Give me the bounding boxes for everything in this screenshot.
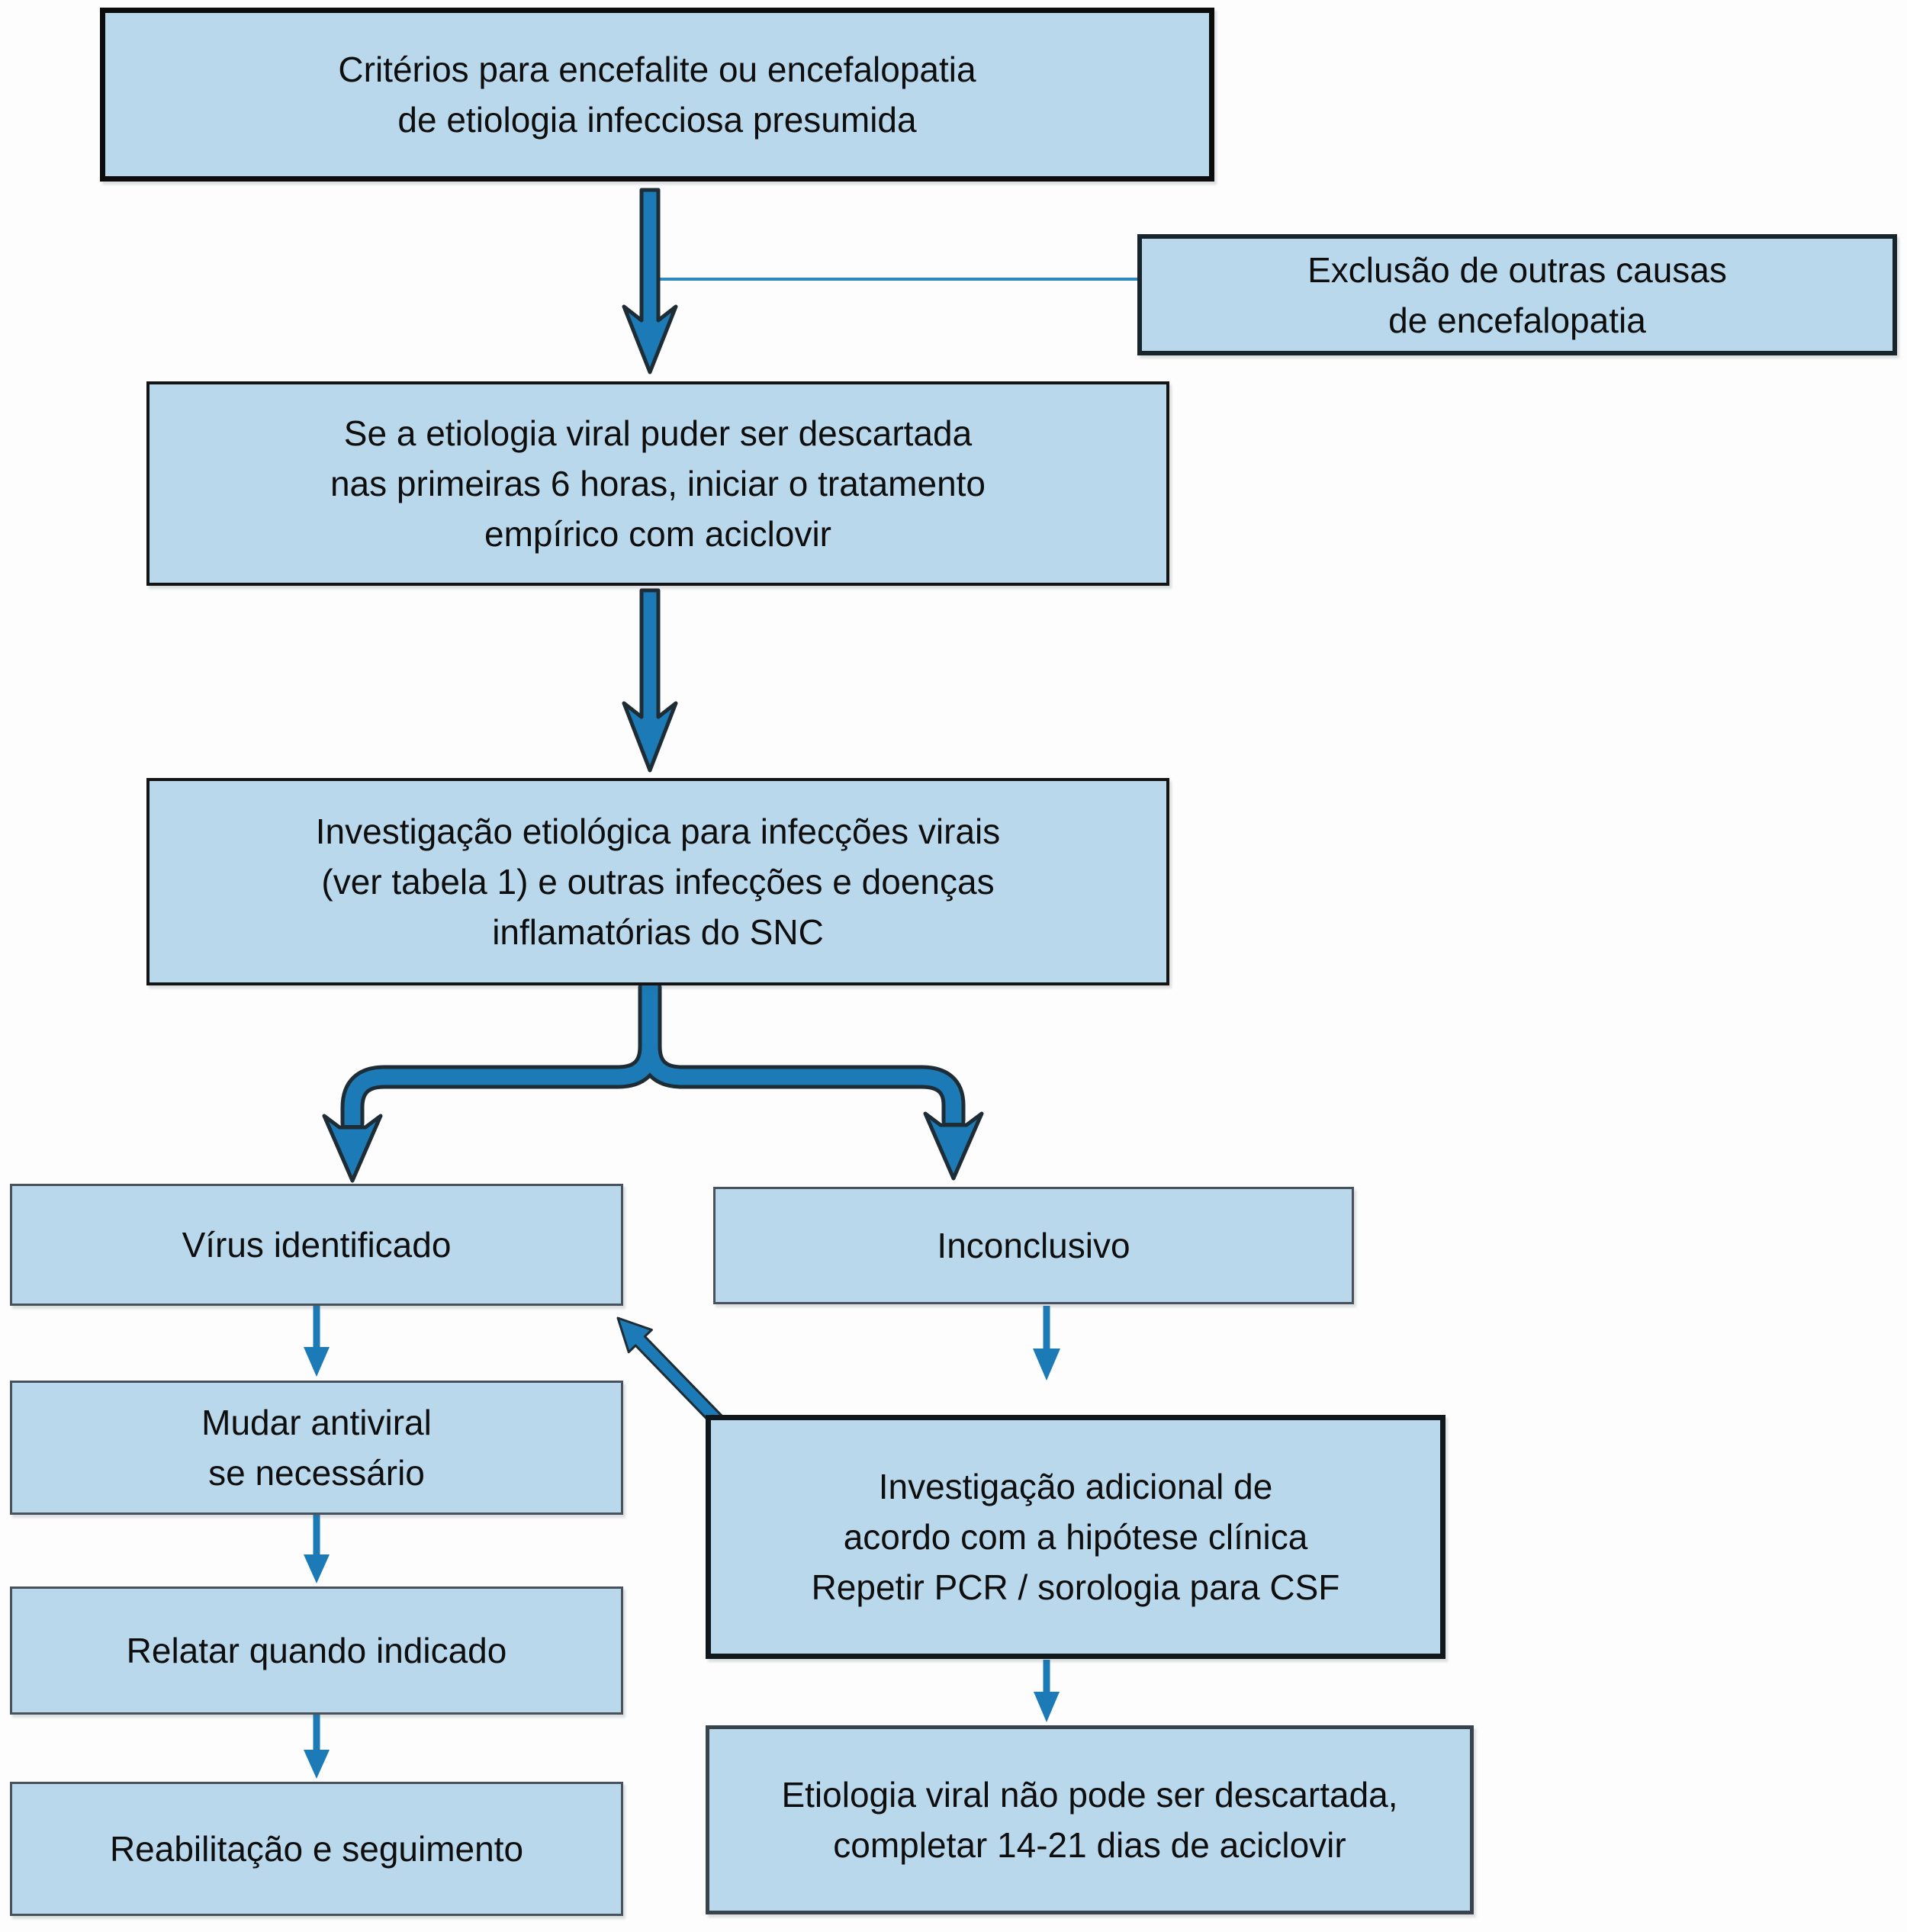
node-line: Investigação adicional de: [878, 1467, 1273, 1506]
node-line: acordo com a hipótese clínica: [843, 1517, 1308, 1557]
node-relatar-text: Relatar quando indicado: [127, 1625, 507, 1676]
node-etiologia-viral-text: Etiologia viral não pode ser descartada,…: [781, 1770, 1397, 1870]
fork-left: [344, 985, 658, 1125]
node-line: Se a etiologia viral puder ser descartad…: [343, 413, 973, 453]
node-tratamento-empirico: Se a etiologia viral puder ser descartad…: [146, 381, 1169, 586]
node-line: de encefalopatia: [1388, 300, 1646, 340]
fork-head-left: [322, 1114, 383, 1183]
node-line: Vírus identificado: [182, 1225, 452, 1265]
arrow-investigacao-to-etiologia: [1034, 1660, 1060, 1722]
node-reabilitacao-text: Reabilitação e seguimento: [110, 1824, 523, 1874]
arrow-virus-to-mudar: [304, 1306, 330, 1377]
node-mudar-antiviral: Mudar antiviral se necessário: [10, 1381, 623, 1515]
node-line: Inconclusivo: [937, 1226, 1130, 1265]
fork-split-arrow: [322, 976, 984, 1183]
node-investigacao-etiologica-text: Investigação etiológica para infecções v…: [316, 806, 1001, 957]
node-tratamento-empirico-text: Se a etiologia viral puder ser descartad…: [330, 408, 986, 559]
arrow-down-1: [622, 188, 678, 375]
arrow-investigacao-to-virus: [616, 1316, 725, 1428]
node-line: Reabilitação e seguimento: [109, 1829, 524, 1869]
node-line: (ver tabela 1) e outras infecções e doen…: [321, 862, 995, 902]
node-line: Critérios para encefalite ou encefalopat…: [338, 50, 976, 89]
node-virus-identificado: Vírus identificado: [10, 1184, 623, 1306]
node-investigacao-adicional: Investigação adicional de acordo com a h…: [706, 1415, 1446, 1659]
arrow-relatar-to-reabilitacao: [304, 1715, 330, 1779]
node-line: de etiologia infecciosa presumida: [397, 100, 917, 140]
node-line: completar 14-21 dias de aciclovir: [833, 1825, 1346, 1865]
arrow-down-2: [622, 588, 678, 773]
node-line: Mudar antiviral: [201, 1403, 432, 1442]
node-line: inflamatórias do SNC: [492, 912, 824, 952]
node-criterios-text: Critérios para encefalite ou encefalopat…: [338, 44, 976, 145]
node-mudar-antiviral-text: Mudar antiviral se necessário: [201, 1397, 432, 1498]
node-line: Repetir PCR / sorologia para CSF: [811, 1567, 1340, 1607]
node-line: Exclusão de outras causas: [1307, 249, 1727, 290]
node-inconclusivo: Inconclusivo: [713, 1187, 1354, 1304]
node-line: nas primeiras 6 horas, iniciar o tratame…: [330, 464, 986, 503]
node-investigacao-adicional-text: Investigação adicional de acordo com a h…: [812, 1461, 1340, 1612]
node-line: se necessário: [208, 1453, 425, 1493]
fork-outline-right: [638, 976, 966, 1133]
node-line: empírico com aciclovir: [484, 514, 831, 554]
node-reabilitacao: Reabilitação e seguimento: [10, 1782, 623, 1916]
fork-outline-left: [340, 976, 662, 1135]
node-investigacao-etiologica: Investigação etiológica para infecções v…: [146, 778, 1169, 985]
node-line: Investigação etiológica para infecções v…: [315, 812, 1001, 851]
node-line: Etiologia viral não pode ser descartada,: [781, 1775, 1398, 1815]
fork-right: [642, 985, 962, 1123]
node-line: Relatar quando indicado: [126, 1631, 507, 1670]
node-virus-identificado-text: Vírus identificado: [182, 1220, 452, 1270]
arrow-mudar-to-relatar: [304, 1515, 330, 1583]
node-exclusao-text: Exclusão de outras causas de encefalopat…: [1307, 245, 1727, 346]
node-relatar: Relatar quando indicado: [10, 1586, 623, 1715]
node-criterios: Critérios para encefalite ou encefalopat…: [100, 8, 1214, 182]
node-etiologia-viral: Etiologia viral não pode ser descartada,…: [706, 1725, 1474, 1914]
node-exclusao: Exclusão de outras causas de encefalopat…: [1137, 234, 1897, 355]
arrow-inconclusivo-to-investigacao: [1033, 1306, 1060, 1381]
node-inconclusivo-text: Inconclusivo: [937, 1220, 1130, 1271]
fork-head-right: [923, 1111, 984, 1181]
